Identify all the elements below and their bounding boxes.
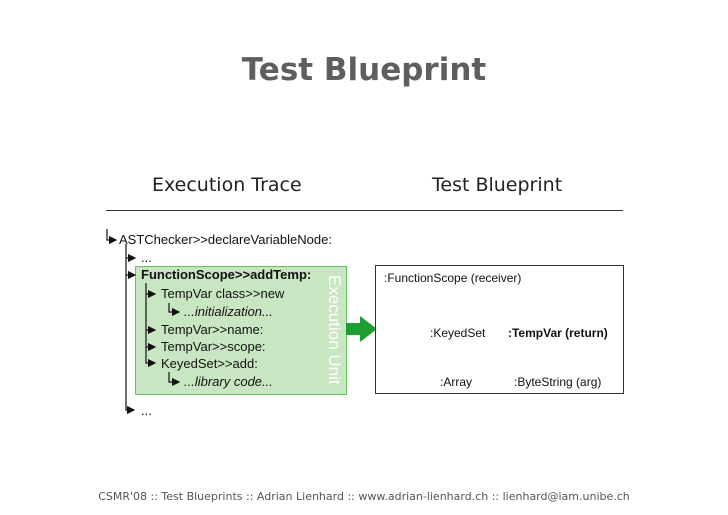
slide-footer: CSMR'08 :: Test Blueprints :: Adrian Lie… bbox=[98, 490, 630, 503]
trace-tempvar-scope: TempVar>>scope: bbox=[161, 339, 266, 354]
blueprint-temp-var: :TempVar (return) bbox=[508, 326, 608, 340]
trace-initialization: ...initialization... bbox=[184, 304, 273, 319]
blueprint-array: :Array bbox=[440, 375, 473, 389]
blueprint-function-scope: :FunctionScope (receiver) bbox=[384, 271, 522, 285]
header-divider bbox=[106, 210, 623, 211]
trace-function-scope: FunctionScope>>addTemp: bbox=[141, 267, 312, 282]
call-tree-connectors bbox=[106, 229, 181, 415]
trace-library-code: ...library code... bbox=[184, 374, 273, 389]
blueprint-keyed-set: :KeyedSet bbox=[430, 326, 486, 340]
slide-title: Test Blueprint bbox=[241, 52, 487, 88]
trace-ellipsis-top: ... bbox=[141, 250, 152, 265]
trace-tempvar-name: TempVar>>name: bbox=[161, 322, 264, 337]
transform-arrow bbox=[346, 316, 377, 342]
trace-root: ASTChecker>>declareVariableNode: bbox=[119, 232, 332, 247]
blueprint-byte-string: :ByteString (arg) bbox=[514, 375, 602, 389]
trace-ellipsis-bottom: ... bbox=[141, 403, 152, 418]
execution-trace-header: Execution Trace bbox=[152, 174, 302, 196]
blueprint-box bbox=[375, 265, 624, 394]
trace-tempvar-class-new: TempVar class>>new bbox=[161, 286, 285, 301]
execution-unit-label: Execution Unit bbox=[325, 275, 344, 385]
trace-keyedset-add: KeyedSet>>add: bbox=[161, 356, 258, 371]
root-connector bbox=[106, 229, 118, 245]
test-blueprint-header: Test Blueprint bbox=[432, 174, 563, 196]
